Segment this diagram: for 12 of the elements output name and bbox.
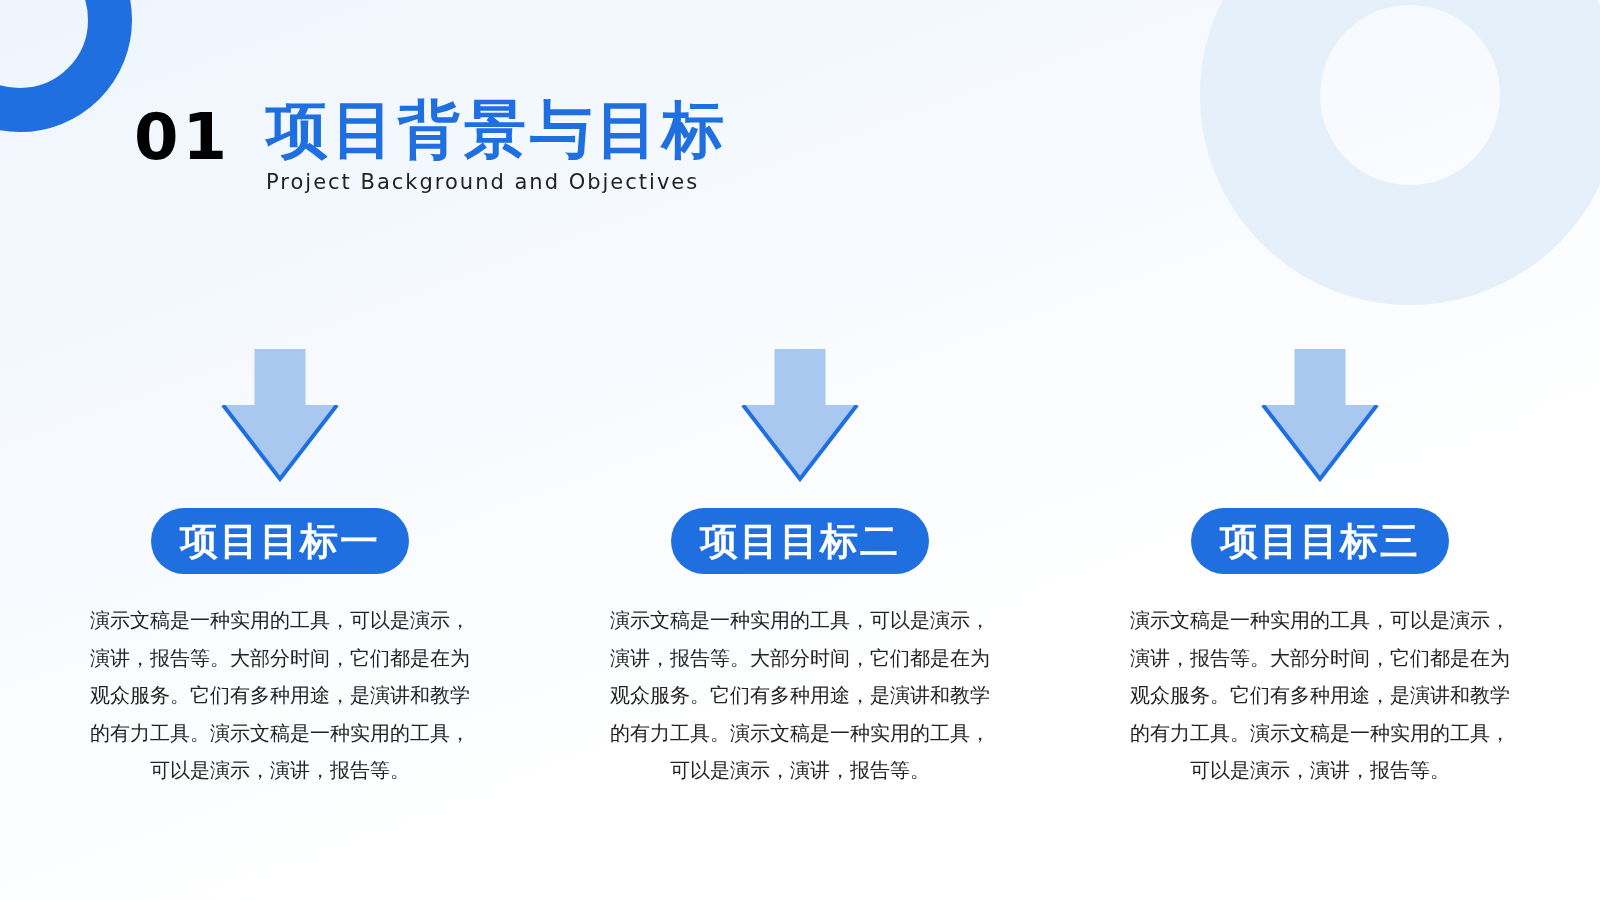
down-arrow xyxy=(1261,349,1379,481)
goal-pill: 项目目标一 xyxy=(151,508,409,574)
subtitle: Project Background and Objectives xyxy=(266,170,700,194)
description-text: 演示文稿是一种实用的工具，可以是演示，演讲，报告等。大部分时间，它们都是在为观众服务。它们有多种用途，是演讲和教学的有力工具。演示文稿是一种实用的工具，可以是演示，演讲，报告等。 xyxy=(609,607,991,784)
down-arrow xyxy=(221,349,339,481)
goal-pill: 项目目标三 xyxy=(1191,508,1449,574)
slide-title: 项目背景与目标 xyxy=(266,92,728,168)
section-number: 01 xyxy=(134,100,232,174)
goal-pill: 项目目标二 xyxy=(671,508,929,574)
description-text: 演示文稿是一种实用的工具，可以是演示，演讲，报告等。大部分时间，它们都是在为观众服务。它们有多种用途，是演讲和教学的有力工具。演示文稿是一种实用的工具，可以是演示，演讲，报告等。 xyxy=(89,607,471,784)
description-text: 演示文稿是一种实用的工具，可以是演示，演讲，报告等。大部分时间，它们都是在为观众服务。它们有多种用途，是演讲和教学的有力工具。演示文稿是一种实用的工具，可以是演示，演讲，报告等。 xyxy=(1129,607,1511,784)
down-arrow xyxy=(741,349,859,481)
